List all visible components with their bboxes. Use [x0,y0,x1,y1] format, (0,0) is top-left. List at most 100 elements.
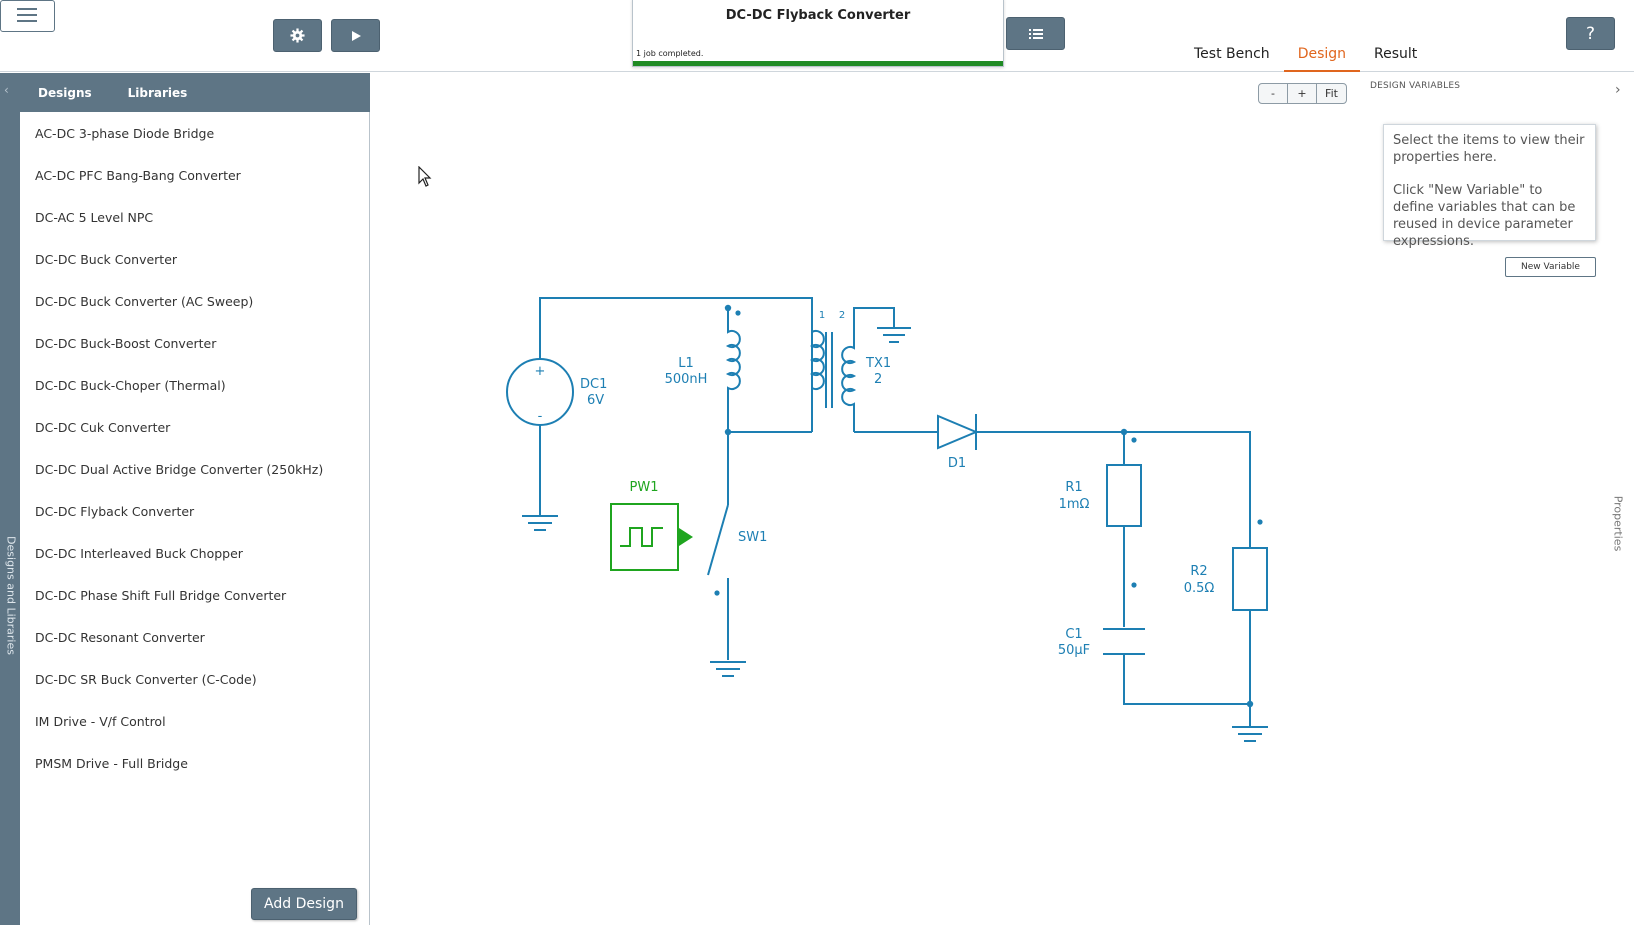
transformer-primary[interactable] [809,308,825,432]
design-list-item[interactable]: AC-DC 3-phase Diode Bridge [35,126,215,141]
design-list-item[interactable]: PMSM Drive - Full Bridge [35,756,188,771]
pw1-output-arrow [679,528,693,546]
resistor-r2[interactable] [1232,547,1268,611]
design-list-item[interactable]: DC-DC Interleaved Buck Chopper [35,546,243,561]
properties-hint-box: Select the items to view their propertie… [1383,124,1596,249]
properties-hint-text: Select the items to view their propertie… [1393,133,1585,165]
menu-icon [17,8,37,10]
pin-dot [714,590,720,596]
help-button[interactable]: ? [1566,17,1615,50]
tx1-label: TX1 [865,356,891,371]
junction-dot [724,428,732,436]
design-list-item[interactable]: IM Drive - V/f Control [35,714,166,729]
job-status-panel[interactable]: DC-DC Flyback Converter 1 job completed. [632,0,1004,67]
hamburger-menu-button[interactable] [0,0,55,32]
wire-c1[interactable] [1123,654,1250,705]
design-list-item[interactable]: DC-DC Resonant Converter [35,630,205,645]
r2-label: R2 [1190,564,1207,579]
design-list-item[interactable]: AC-DC PFC Bang-Bang Converter [35,168,241,183]
ground-output [1232,726,1268,742]
chevron-left-icon[interactable]: ‹ [4,83,9,97]
design-list-item[interactable]: DC-DC Buck-Boost Converter [35,336,217,351]
diode-d1[interactable] [937,414,979,450]
new-variable-hint-text: Click "New Variable" to define variables… [1393,183,1576,249]
tab-designs[interactable]: Designs [38,85,92,100]
design-list-item[interactable]: DC-DC Dual Active Bridge Converter (250k… [35,462,324,477]
sidebar-tab-bar: Designs Libraries [20,73,370,112]
pin-dot [1131,582,1137,588]
tx1-pin2: 2 [839,310,845,321]
capacitor-c1[interactable] [1103,628,1145,655]
mouse-cursor-icon [418,166,432,187]
wire-output[interactable] [976,431,1251,548]
c1-value: 50μF [1058,643,1090,658]
pin-dot [1257,519,1263,525]
tx1-pin1: 1 [819,310,825,321]
design-list-item[interactable]: DC-DC Buck-Choper (Thermal) [35,378,226,393]
junction-dot [724,304,732,312]
play-icon [351,30,361,41]
settings-button[interactable] [273,19,322,52]
job-status-message: 1 job completed. [636,49,704,58]
d1-label: D1 [948,456,966,471]
dc1-plus: + [535,364,546,379]
ground-dc1 [522,515,558,531]
r1-value: 1mΩ [1059,497,1090,512]
pin-dot [735,310,741,316]
menu-icon-bar [17,20,37,22]
design-variables-title: DESIGN VARIABLES [1370,81,1461,91]
switch-sw1[interactable] [707,432,729,660]
dc1-minus: - [538,409,543,424]
design-list-item[interactable]: DC-DC Phase Shift Full Bridge Converter [35,588,287,603]
l1-value: 500nH [665,372,708,387]
zoom-out-button[interactable]: - [1259,84,1288,103]
chevron-right-icon[interactable]: › [1615,82,1621,98]
tab-test-bench[interactable]: Test Bench [1194,46,1270,62]
r2-value: 0.5Ω [1184,581,1215,596]
design-list-item[interactable]: DC-DC Buck Converter [35,252,178,267]
junction-dot [1246,700,1254,708]
properties-vertical-label: Properties [1611,495,1625,552]
design-list-item[interactable]: DC-DC Buck Converter (AC Sweep) [35,294,254,309]
dc1-value: 6V [587,393,604,408]
inductor-l1[interactable] [725,308,741,432]
transformer-secondary[interactable] [841,307,895,432]
menu-icon-bar [17,14,37,16]
junction-dot [1120,428,1128,436]
pulse-source-pw1[interactable] [610,503,679,571]
properties-vertical-label-wrap[interactable]: Properties [1608,495,1628,555]
tx1-value: 2 [874,372,882,387]
tab-libraries[interactable]: Libraries [127,85,188,100]
view-tabs: Test Bench Design Result [1180,40,1431,72]
pulse-waveform-icon [620,527,663,547]
dc1-label: DC1 [580,377,607,392]
ground-tx1 [877,327,911,343]
ground-sw1 [710,661,746,677]
top-bar: DC-DC Flyback Converter 1 job completed.… [0,0,1634,72]
c1-label: C1 [1065,627,1082,642]
resistor-r1[interactable] [1106,464,1142,527]
design-list-item[interactable]: DC-DC Cuk Converter [35,420,171,435]
sidebar-collapse-strip[interactable]: ‹ Designs and Libraries [0,73,20,925]
run-simulation-button[interactable] [331,19,380,52]
l1-label: L1 [678,356,694,371]
tab-result[interactable]: Result [1374,46,1418,62]
r1-label: R1 [1065,480,1082,495]
pw1-label: PW1 [630,480,659,495]
design-title: DC-DC Flyback Converter [725,8,911,23]
add-design-button[interactable]: Add Design [251,888,357,920]
design-list-item[interactable]: DC-DC Flyback Converter [35,504,195,519]
zoom-in-button[interactable]: + [1288,84,1317,103]
zoom-fit-button[interactable]: Fit [1325,87,1338,100]
list-icon [1028,28,1043,39]
new-variable-button[interactable]: New Variable [1505,257,1596,277]
design-list-item[interactable]: DC-AC 5 Level NPC [35,210,154,225]
transformer-core [825,332,833,408]
design-list-item[interactable]: DC-DC SR Buck Converter (C-Code) [35,672,257,687]
gear-icon [290,28,305,43]
job-list-button[interactable] [1006,17,1065,50]
zoom-controls: - + Fit [1258,83,1347,104]
tab-design[interactable]: Design [1283,40,1361,72]
wire-top[interactable] [539,297,813,432]
